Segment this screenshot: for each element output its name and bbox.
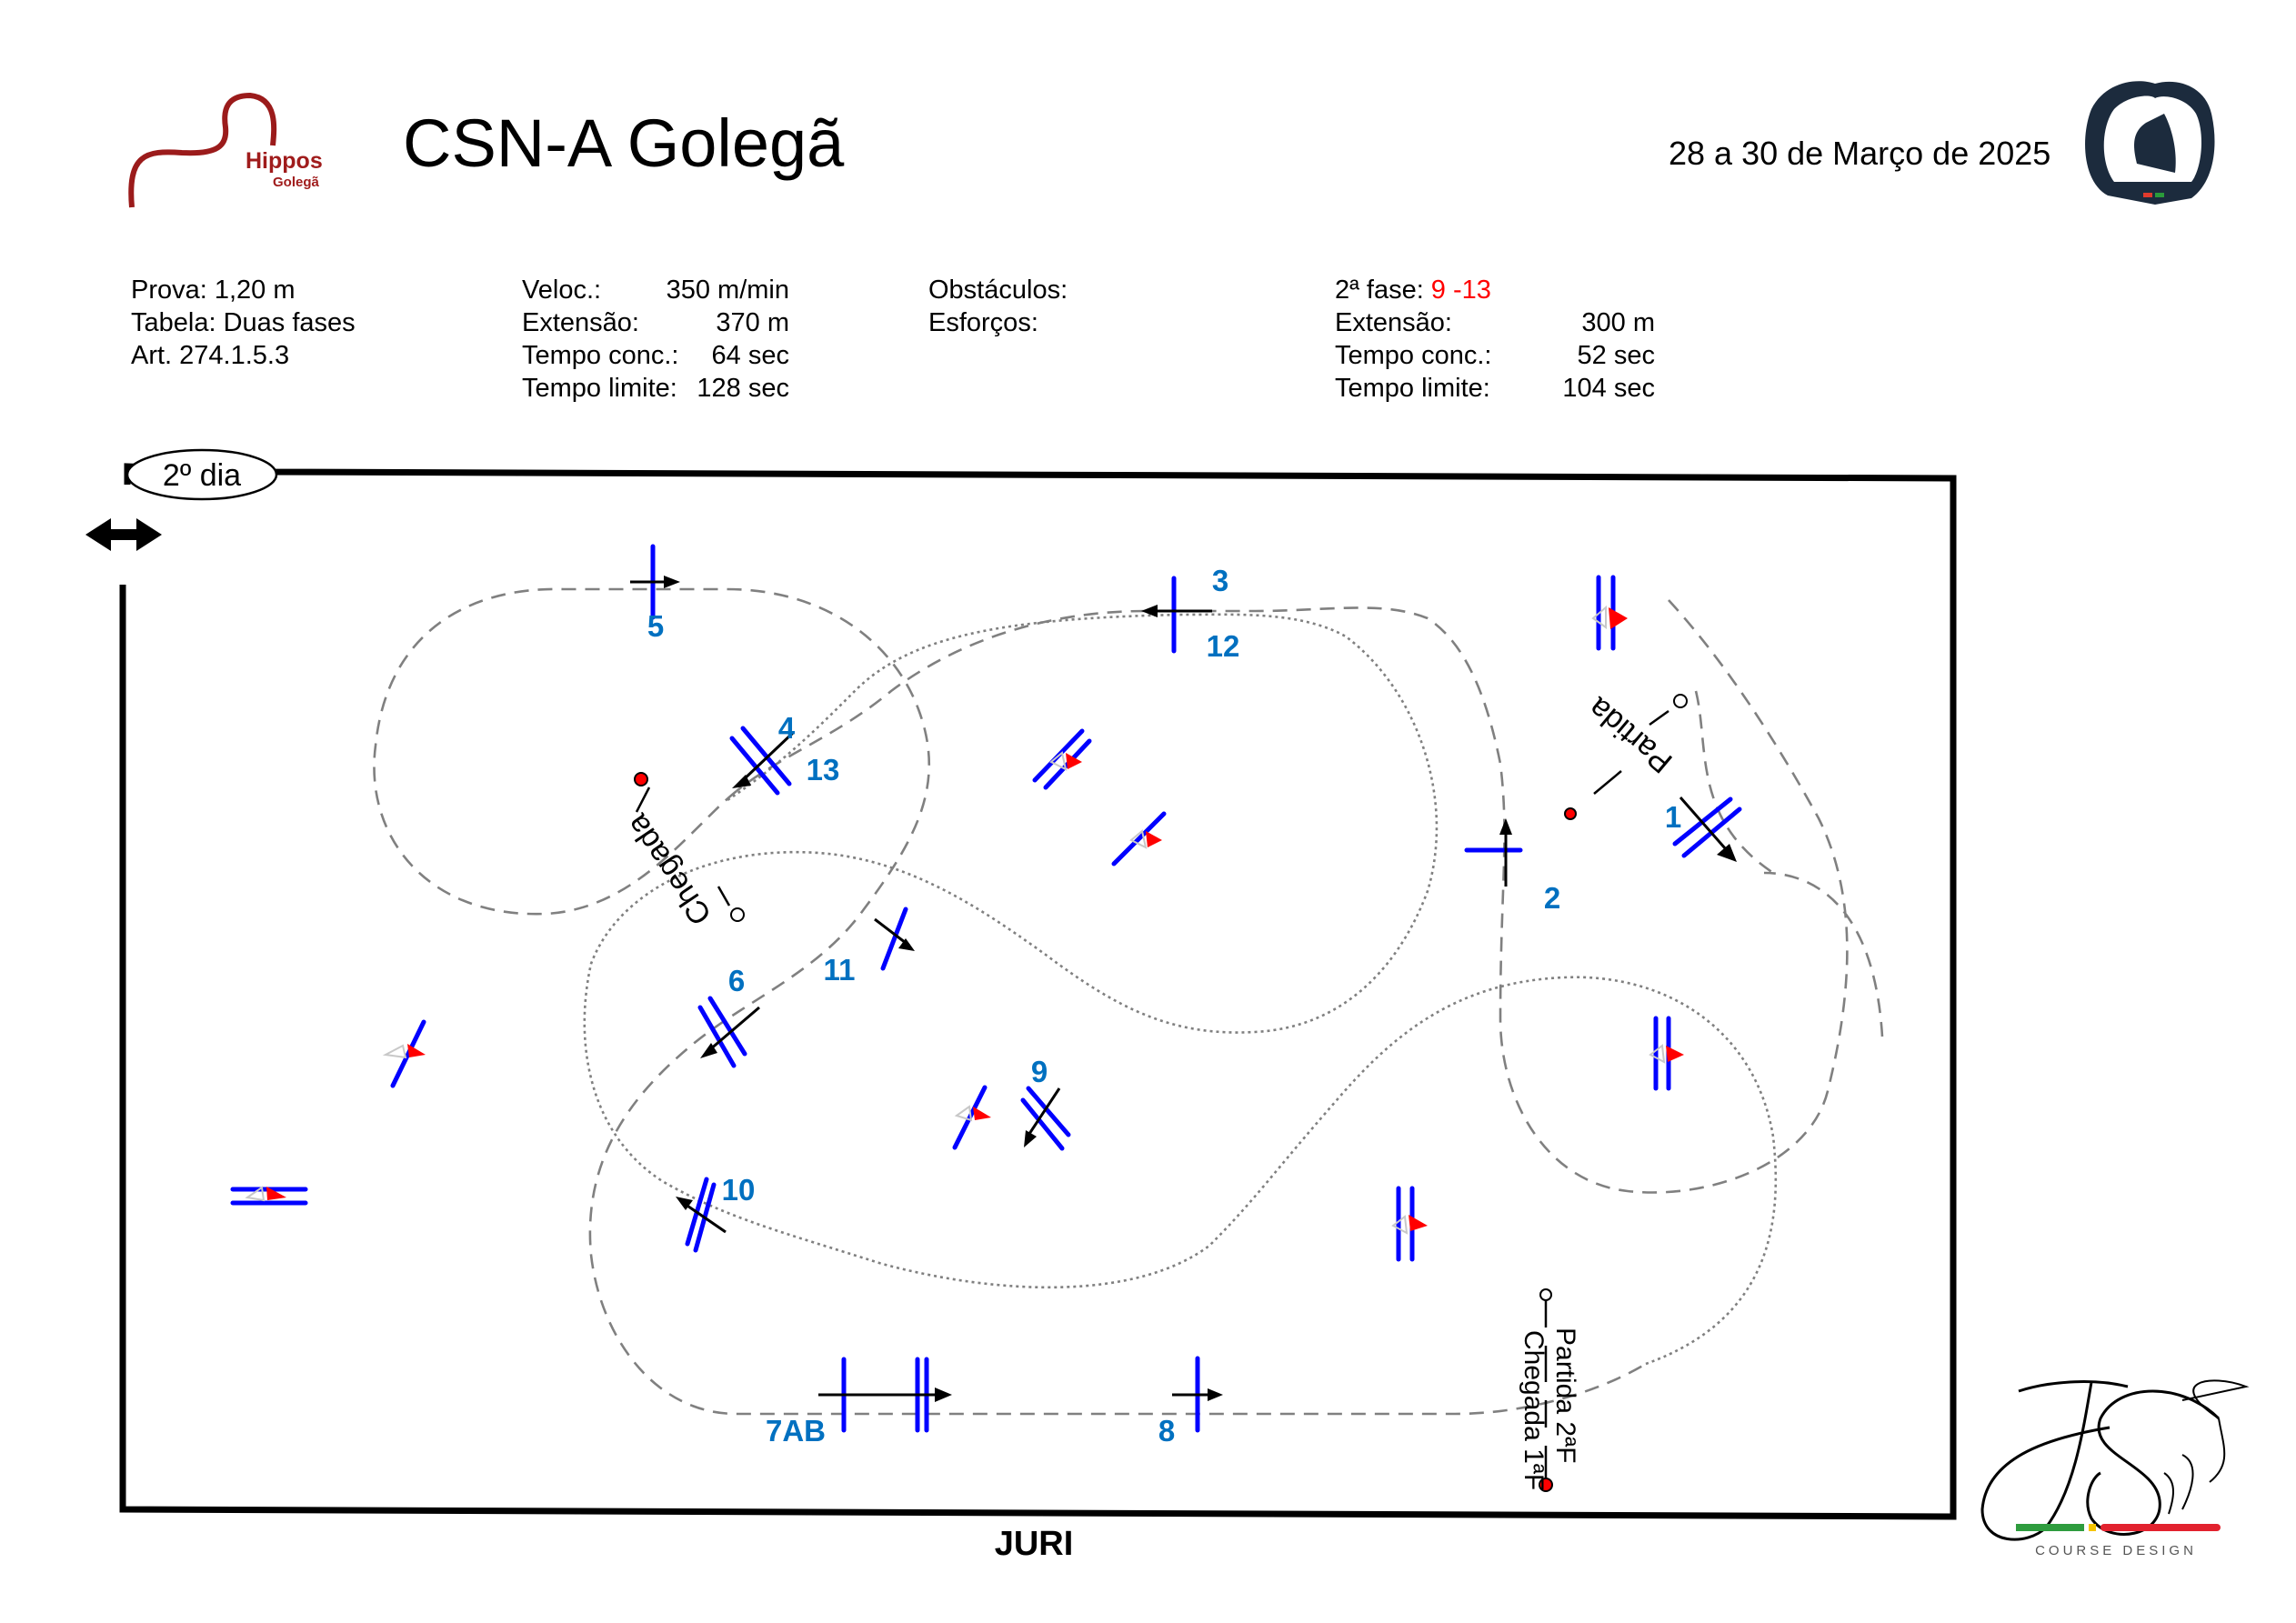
- phase2-label: 2ª fase:: [1335, 276, 1424, 305]
- hippos-logo-subtitle: Golegã: [273, 175, 320, 190]
- course-design-logo: COURSE DESIGN: [1980, 1379, 2250, 1558]
- direction-arrow-icon: [676, 1197, 693, 1210]
- label-time-limit: Tempo limite:: [522, 374, 677, 403]
- double-arrow-icon: [85, 518, 162, 551]
- direction-arrow-icon: [1208, 1388, 1223, 1401]
- course-design-label: COURSE DESIGN: [2035, 1543, 2197, 1558]
- spare-fence: [1391, 1186, 1428, 1262]
- obstacle-number: 10: [722, 1173, 756, 1207]
- finish-line-phase2: Chegada: [619, 772, 745, 931]
- direction-arrow-icon: [1141, 605, 1158, 617]
- direction-arrow-icon: [898, 938, 915, 951]
- label-phase2-time-allowed: Tempo conc.:: [1335, 341, 1491, 370]
- obstacle-8[interactable]: 8: [1158, 1356, 1223, 1448]
- label-time-allowed: Tempo conc.:: [522, 341, 678, 370]
- obstacle-number: 6: [728, 964, 745, 997]
- spare-fence: [1111, 811, 1167, 867]
- phase2-line: 2ª fase:9 -13: [1335, 276, 1491, 305]
- info-prova: Prova: 1,20 m: [131, 276, 296, 305]
- flag-icon: [1409, 1215, 1428, 1231]
- value-phase2-time-allowed: 52 sec: [1578, 341, 1655, 370]
- obstacle-number: 11: [824, 953, 856, 987]
- info-col-4: 2ª fase:9 -13 Extensão: 300 m Tempo conc…: [1335, 276, 1655, 403]
- finish-label: Chegada: [619, 807, 718, 931]
- phase-change-line: Partida 2ªF Chegada 1ªF: [1519, 1288, 1580, 1492]
- label-phase2-time-limit: Tempo limite:: [1335, 374, 1490, 403]
- value-phase2-length: 300 m: [1581, 308, 1655, 337]
- hippos-logo: Hippos Golegã: [128, 92, 323, 208]
- info-block: Prova: 1,20 m Tabela: Duas fases Art. 27…: [131, 276, 1655, 403]
- obstacle-1[interactable]: 1: [1665, 796, 1742, 862]
- obstacle-6[interactable]: 6: [697, 964, 760, 1068]
- info-article: Art. 274.1.5.3: [131, 341, 289, 370]
- event-date: 28 a 30 de Março de 2025: [1669, 135, 2050, 172]
- label-phase2-length: Extensão:: [1335, 308, 1452, 337]
- hippos-logo-title: Hippos: [246, 148, 323, 174]
- direction-arrow-icon: [1024, 1130, 1037, 1147]
- direction-arrow-icon: [700, 1043, 717, 1058]
- phase1-finish-label: Chegada 1ªF: [1519, 1330, 1549, 1490]
- phase2-start-label: Partida 2ªF: [1550, 1327, 1580, 1464]
- value-speed: 350 m/min: [667, 276, 789, 305]
- spare-fence: [1649, 1016, 1684, 1091]
- obstacle-3-12[interactable]: 3 12: [1141, 564, 1239, 663]
- event-title: CSN-A Golegã: [403, 105, 845, 181]
- value-length: 370 m: [716, 308, 789, 337]
- obstacle-number: 13: [807, 753, 840, 786]
- info-col-2: Veloc.: 350 m/min Extensão: 370 m Tempo …: [522, 276, 789, 403]
- obstacle-number: 1: [1665, 800, 1681, 834]
- value-time-allowed: 64 sec: [712, 341, 789, 370]
- direction-arrow-icon: [664, 576, 680, 588]
- direction-arrow-icon: [935, 1388, 952, 1402]
- obstacle-number: 12: [1207, 629, 1240, 663]
- obstacle-number: 7AB: [766, 1414, 826, 1448]
- federation-seal-icon: [2085, 81, 2215, 205]
- info-col-1: Prova: 1,20 m Tabela: Duas fases Art. 27…: [131, 276, 356, 370]
- flag-icon: [266, 1187, 286, 1200]
- obstacle-5[interactable]: 5: [630, 544, 680, 643]
- spare-fence: [230, 1186, 308, 1206]
- value-phase2-time-limit: 104 sec: [1562, 374, 1655, 403]
- obstacle-number: 9: [1031, 1055, 1048, 1088]
- direction-arrow-icon: [732, 775, 751, 788]
- flag-icon: [1066, 753, 1082, 769]
- info-col-3: Obstáculos: Esforços:: [928, 276, 1068, 337]
- spare-fence: [1032, 728, 1092, 790]
- course-route-phase1: [373, 587, 1884, 1416]
- label-efforts: Esforços:: [928, 308, 1038, 337]
- flag-icon: [973, 1107, 991, 1120]
- obstacle-number: 3: [1212, 564, 1228, 597]
- start-label: Partida: [1581, 690, 1679, 779]
- direction-arrow-icon: [1717, 844, 1737, 862]
- label-length: Extensão:: [522, 308, 639, 337]
- obstacle-11[interactable]: 11: [824, 907, 915, 987]
- obstacle-number: 8: [1158, 1414, 1175, 1448]
- obstacle-9[interactable]: 9: [1020, 1055, 1071, 1151]
- value-time-limit: 128 sec: [697, 374, 789, 403]
- obstacle-number: 2: [1544, 881, 1560, 915]
- phase2-obstacles: 9 -13: [1431, 276, 1491, 305]
- obstacle-4-13[interactable]: 4 13: [729, 711, 840, 796]
- day-badge: 2º dia: [125, 448, 278, 501]
- spare-fence: [382, 1019, 426, 1088]
- day-badge-label: 2º dia: [163, 458, 241, 493]
- obstacle-number: 4: [778, 711, 796, 745]
- spare-fence: [952, 1085, 991, 1150]
- obstacle-number: 5: [647, 609, 664, 643]
- spare-fence: [1591, 575, 1628, 651]
- jury-label: JURI: [995, 1525, 1074, 1563]
- info-tabela: Tabela: Duas fases: [131, 308, 356, 337]
- course-route-phase2: [583, 613, 1778, 1366]
- obstacle-2[interactable]: 2: [1464, 818, 1560, 915]
- flag-icon: [1146, 831, 1162, 847]
- flag-icon: [407, 1044, 426, 1057]
- obstacle-7ab[interactable]: 7AB: [766, 1357, 952, 1448]
- label-obstacles: Obstáculos:: [928, 276, 1068, 305]
- direction-arrow-icon: [1499, 818, 1512, 835]
- flag-icon: [1666, 1046, 1684, 1062]
- label-speed: Veloc.:: [522, 276, 601, 305]
- obstacle-10[interactable]: 10: [676, 1173, 756, 1253]
- flag-icon: [1609, 607, 1628, 629]
